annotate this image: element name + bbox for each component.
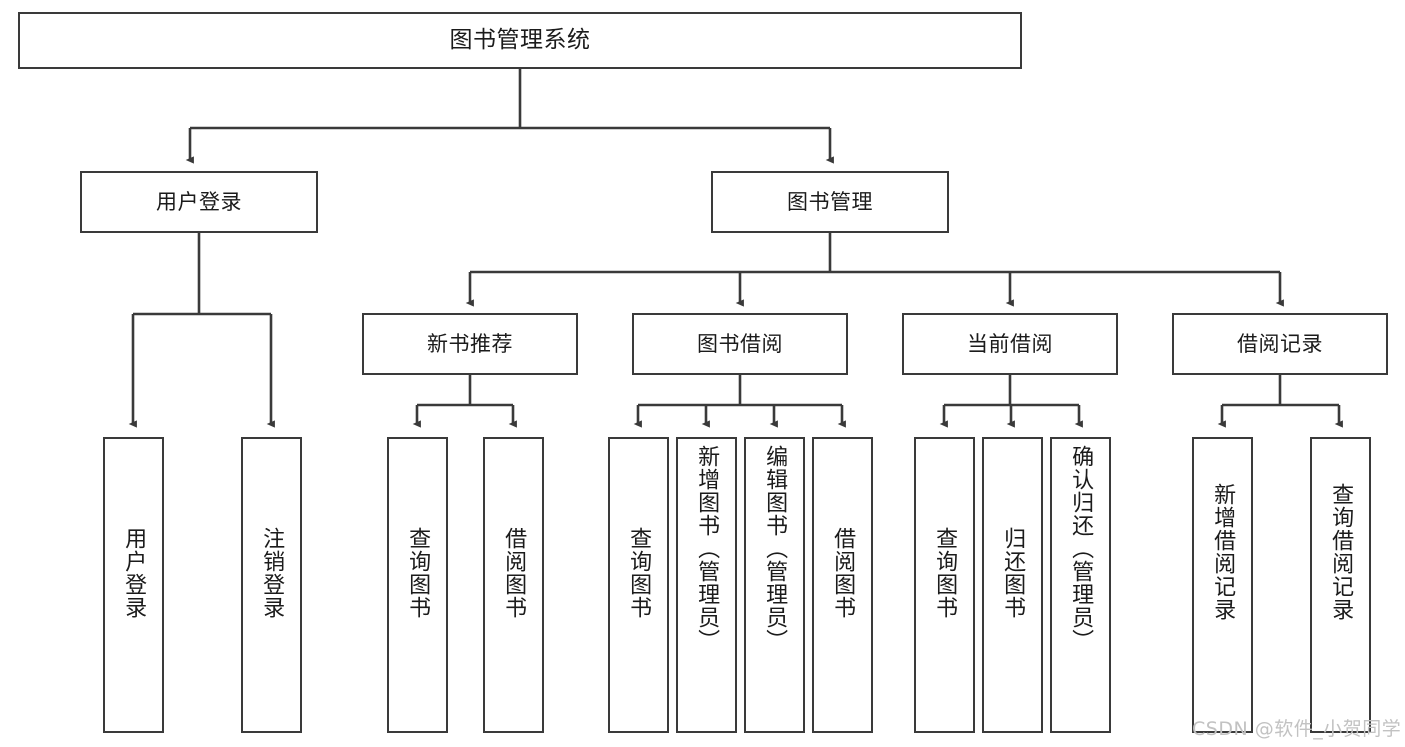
node-borrow-record-label: 借阅记录 [1237, 331, 1323, 356]
node-book-management[interactable]: 图书管理 [711, 171, 949, 233]
leaf-borrow-borrow-book-label: 借阅图书 [830, 527, 856, 619]
node-borrow-record[interactable]: 借阅记录 [1172, 313, 1388, 375]
leaf-user-login-login[interactable]: 用户登录 [103, 437, 164, 733]
leaf-borrow-edit-book-label: 编辑图书（管理员） [762, 445, 788, 652]
leaf-borrow-add-book[interactable]: 新增图书（管理员） [676, 437, 737, 733]
leaf-current-return-book[interactable]: 归还图书 [982, 437, 1043, 733]
leaf-new-book-query-label: 查询图书 [405, 527, 431, 619]
leaf-record-query[interactable]: 查询借阅记录 [1310, 437, 1371, 733]
node-new-book-recommend-label: 新书推荐 [427, 331, 513, 356]
leaf-new-book-borrow-label: 借阅图书 [501, 527, 527, 619]
leaf-current-confirm-return[interactable]: 确认归还（管理员） [1050, 437, 1111, 733]
leaf-current-query-book-label: 查询图书 [932, 527, 958, 619]
node-current-borrow[interactable]: 当前借阅 [902, 313, 1118, 375]
node-current-borrow-label: 当前借阅 [967, 331, 1053, 356]
node-root[interactable]: 图书管理系统 [18, 12, 1022, 69]
node-user-login-label: 用户登录 [156, 189, 242, 214]
leaf-user-login-logout[interactable]: 注销登录 [241, 437, 302, 733]
node-new-book-recommend[interactable]: 新书推荐 [362, 313, 578, 375]
leaf-current-confirm-return-label: 确认归还（管理员） [1068, 445, 1094, 652]
leaf-record-add-label: 新增借阅记录 [1210, 483, 1236, 621]
node-book-borrow-label: 图书借阅 [697, 331, 783, 356]
node-root-label: 图书管理系统 [449, 26, 591, 53]
leaf-borrow-edit-book[interactable]: 编辑图书（管理员） [744, 437, 805, 733]
node-book-management-label: 图书管理 [787, 189, 873, 214]
leaf-current-return-book-label: 归还图书 [1000, 527, 1026, 619]
node-user-login[interactable]: 用户登录 [80, 171, 318, 233]
node-book-borrow[interactable]: 图书借阅 [632, 313, 848, 375]
leaf-new-book-query[interactable]: 查询图书 [387, 437, 448, 733]
leaf-record-query-label: 查询借阅记录 [1328, 483, 1354, 621]
leaf-user-login-logout-label: 注销登录 [259, 527, 285, 619]
watermark-text: CSDN @软件_小贺同学 [1192, 718, 1402, 740]
leaf-user-login-login-label: 用户登录 [121, 527, 147, 619]
leaf-borrow-query-book[interactable]: 查询图书 [608, 437, 669, 733]
leaf-borrow-query-book-label: 查询图书 [626, 527, 652, 619]
leaf-borrow-add-book-label: 新增图书（管理员） [694, 445, 720, 652]
leaf-borrow-borrow-book[interactable]: 借阅图书 [812, 437, 873, 733]
leaf-new-book-borrow[interactable]: 借阅图书 [483, 437, 544, 733]
leaf-record-add[interactable]: 新增借阅记录 [1192, 437, 1253, 733]
leaf-current-query-book[interactable]: 查询图书 [914, 437, 975, 733]
